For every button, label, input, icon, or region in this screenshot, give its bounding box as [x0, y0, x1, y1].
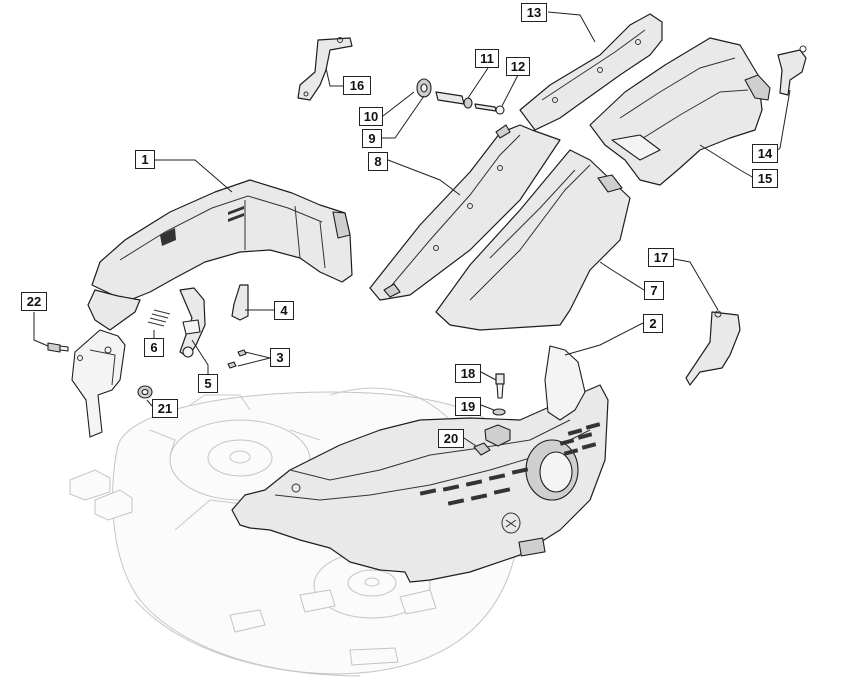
callout-21: 21: [152, 399, 178, 418]
hardware-18-22: [47, 342, 506, 456]
callout-4: 4: [274, 301, 294, 320]
part-13-upper-flap: [519, 13, 663, 131]
callout-20: 20: [438, 429, 464, 448]
part-14-bracket: [777, 45, 807, 96]
callout-10: 10: [359, 107, 383, 126]
callout-18: 18: [455, 364, 481, 383]
leader-lines: [33, 11, 791, 447]
callout-3: 3: [270, 348, 290, 367]
hardware-9-12: [416, 78, 505, 115]
callout-9: 9: [362, 129, 382, 148]
callout-8: 8: [368, 152, 388, 171]
callout-16: 16: [343, 76, 371, 95]
vent-slots: [419, 422, 601, 506]
callout-2: 2: [643, 314, 663, 333]
part-15-discharge-chute: [589, 37, 771, 186]
callout-22: 22: [21, 292, 47, 311]
callout-17: 17: [648, 248, 674, 267]
part-8-left-plate: [369, 124, 561, 301]
part-2-front-shroud: [231, 345, 609, 583]
part-16-bracket: [297, 37, 353, 101]
part-7-rear-panel: [435, 149, 631, 331]
callout-19: 19: [455, 397, 481, 416]
callout-12: 12: [506, 57, 530, 76]
hardware-3-6: [147, 284, 249, 369]
callout-13: 13: [521, 3, 547, 22]
callout-1: 1: [135, 150, 155, 169]
part-1-left-housing: [71, 179, 353, 438]
callout-15: 15: [752, 169, 778, 188]
part-17-bracket: [685, 310, 741, 386]
callout-14: 14: [752, 144, 778, 163]
callout-5: 5: [198, 374, 218, 393]
callout-7: 7: [644, 281, 664, 300]
callout-11: 11: [475, 49, 499, 68]
callout-6: 6: [144, 338, 164, 357]
